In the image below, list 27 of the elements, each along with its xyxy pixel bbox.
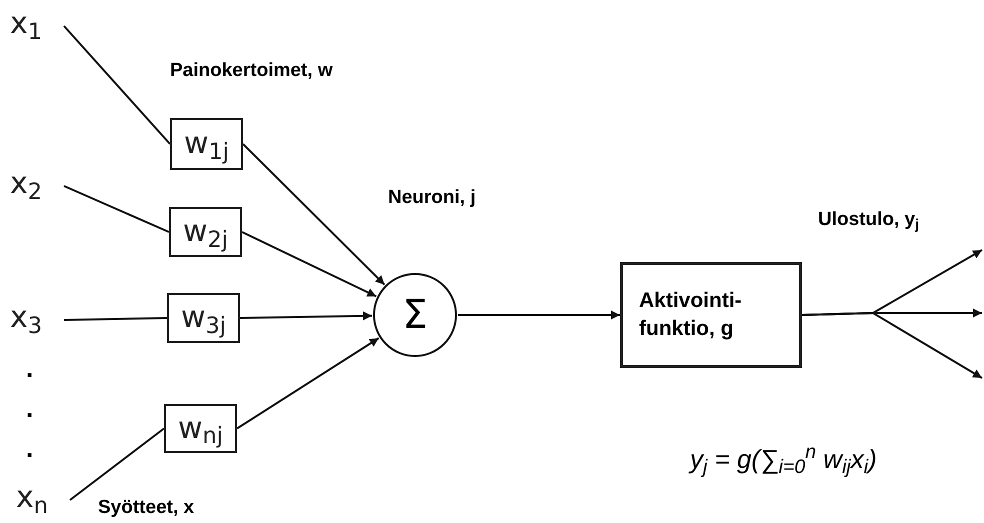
- output-label: Ulostulo, y$_{j}$: [818, 208, 920, 234]
- line: [64, 317, 168, 321]
- input-label: x$_{3}$: [10, 298, 60, 338]
- inputs-label: Syötteet, x: [98, 496, 194, 520]
- neuron-label: Neuroni, j: [388, 186, 476, 210]
- arrow: [242, 143, 386, 286]
- input-label: x$_{1}$: [10, 4, 60, 44]
- weights-label: Painokertoimet, w: [170, 59, 333, 83]
- arrow: [236, 337, 380, 430]
- arrow: [242, 231, 377, 298]
- input-label: x$_{2}$: [10, 164, 60, 204]
- weight-box: w$_{2j}$: [169, 207, 242, 257]
- ellipsis-dot: .: [26, 355, 34, 381]
- ellipsis-dot: .: [26, 395, 34, 421]
- activation-function-box: Aktivointi- funktio, g: [620, 262, 802, 368]
- line: [69, 428, 165, 501]
- input-label: x$_{n}$: [16, 478, 66, 518]
- ellipsis-dot: .: [26, 435, 34, 461]
- line: [64, 185, 170, 233]
- arrow: [240, 311, 372, 320]
- arrow: [458, 310, 620, 320]
- weight-box: w$_{3j}$: [167, 293, 240, 343]
- weight-box: w$_{nj}$: [164, 404, 237, 453]
- line: [63, 25, 171, 145]
- arrow: [802, 312, 983, 379]
- formula: y$_{j}$ = g(∑$_{i=0}$$^{n}$ w$_{ij}$x$_{i}$): [690, 440, 877, 479]
- weight-box: w$_{1j}$: [170, 118, 243, 170]
